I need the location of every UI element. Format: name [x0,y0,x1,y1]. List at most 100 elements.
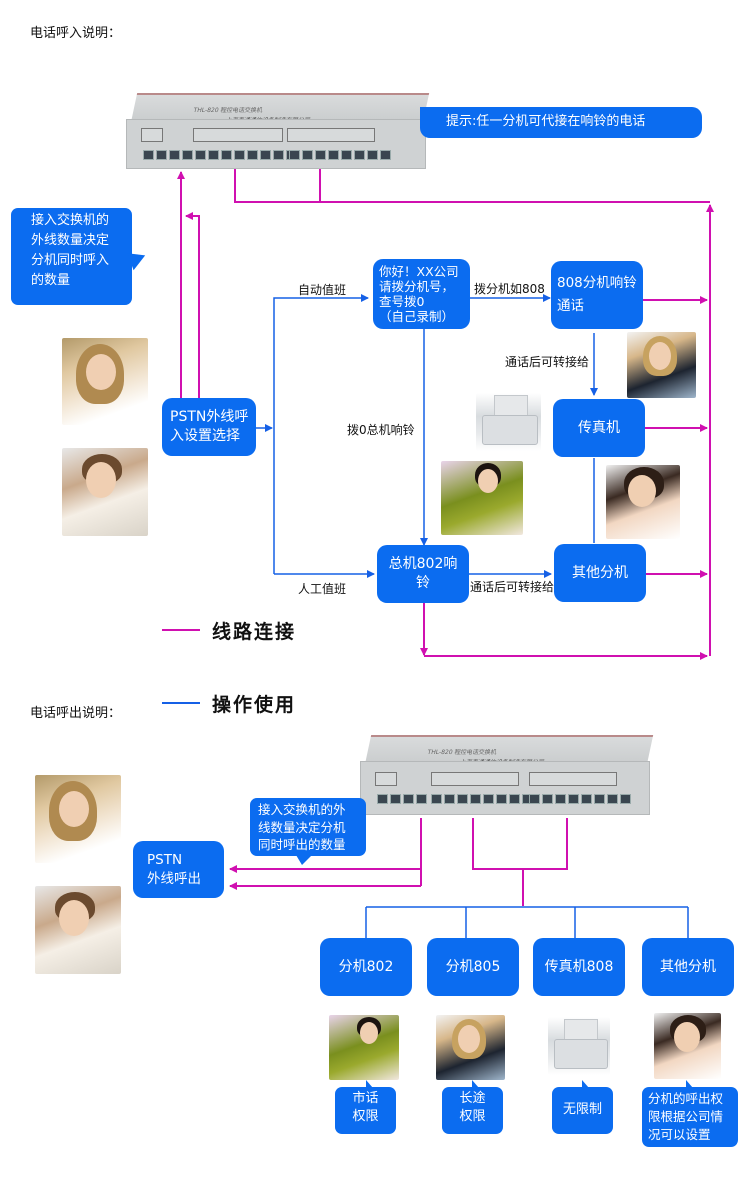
greeting-line: （自己录制） [379,309,455,324]
bubble-tail [582,1080,589,1088]
transfer-label-1: 通话后可转接给 [505,355,590,369]
pbx-ext-ports-2 [529,794,631,804]
pbx-model-text: THL-820 程控电话交换机 [192,107,264,114]
extension-label: 分机805 [445,958,501,975]
pbx-trunk-ports [143,150,193,160]
fax-box: 传真机 [553,399,645,457]
pstn-box-line: 外线呼出 [147,870,201,887]
permission-line: 权限 [459,1108,486,1124]
extension-label: 其他分机 [660,958,716,975]
caller-man-photo-2 [35,886,121,974]
extension-805-photo [436,1015,505,1080]
permission-line: 权限 [352,1108,379,1124]
other-extension-photo [654,1013,721,1079]
dial0-label: 拨0总机响铃 [347,423,415,437]
pbx-label-slot-1 [193,128,283,142]
pbx-label-slot-2 [287,128,375,142]
pbx-device-top: THL-820 程控电话交换机 上海泰通通信设备制造有限公司 [126,93,430,169]
line-connection-paths [177,168,714,660]
caller-woman-photo-2 [35,775,121,863]
note-line: 接入交换机的外 [258,802,346,817]
bubble-tail [686,1080,693,1088]
fax-machine-photo [476,393,541,451]
pbx-label-slot-1 [431,772,519,786]
note-line: 接入交换机的 [31,213,110,228]
pstn-box-line: PSTN外线呼 [170,409,249,426]
pbx-front-panel [126,119,426,169]
other-extensions-box: 其他分机 [642,938,734,996]
pstn-trunk-line-2 [185,212,200,398]
auto-attendant-label: 自动值班 [298,283,347,297]
permission-line: 限根据公司情 [648,1109,724,1125]
greeting-line: 你好！XX公司 [379,264,459,279]
pbx-power-slot [375,772,397,786]
pbx-front-panel [360,761,650,815]
outgoing-section-title: 电话呼出说明： [30,706,122,721]
pbx-bus-line [234,168,710,203]
note-line: 分机同时呼入 [31,253,110,269]
caller-man-photo [62,448,148,536]
permission-line: 况可以设置 [648,1127,711,1143]
office-woman-photo [627,332,696,398]
note-line: 线数量决定分机 [258,819,346,835]
pbx-label-slot-2 [529,772,617,786]
pbx-device-bottom: THL-820 程控电话交换机 上海泰通通信设备制造有限公司 [360,735,654,815]
other-extension-box: 其他分机 [554,544,646,602]
other-extension-label: 其他分机 [572,564,628,581]
fax-box-label: 传真机 [578,419,620,436]
greeting-line: 查号拨0 [379,294,425,309]
tip-text: 提示:任一分机可代接在响铃的电话 [446,114,646,129]
legend-blue-line [162,702,200,704]
operator-woman-photo [441,461,523,535]
dial-extension-label: 拨分机如808 [474,282,545,296]
pbx-ext-ports-1 [431,794,533,804]
extension-label: 传真机808 [544,958,614,975]
operation-flow-paths [256,294,598,578]
bubble-tail [366,1080,373,1088]
note-line: 同时呼出的数量 [258,837,346,852]
greeting-line: 请拨分机号， [379,279,455,294]
manual-attendant-label: 人工值班 [298,582,347,596]
outgoing-branch-paths [365,906,689,940]
permission-line: 市话 [352,1091,379,1106]
permission-line: 分机的呼出权 [648,1091,724,1106]
legend-line-connection: 线路连接 [212,621,297,643]
pbx-trunk-ports [377,794,427,804]
operator-box: 总机802响铃 [377,545,469,603]
permission-bubble-fax: 无限制 [552,1087,613,1134]
greeting-box: 你好！XX公司 请拨分机号， 查号拨0 （自己录制） [373,259,470,329]
caller-woman-photo [62,338,148,425]
operator-box-label: 总机802响铃 [388,556,458,591]
permission-line: 无限制 [562,1102,602,1118]
fax-808-box: 传真机808 [533,938,625,996]
pbx-model-text: THL-820 程控电话交换机 [426,749,498,756]
transfer-label-2: 通话后可转接给 [470,580,555,594]
ext808-line: 通话 [557,298,584,314]
permission-line: 长途 [459,1091,486,1106]
legend-operation-use: 操作使用 [212,694,297,716]
outgoing-line-paths [229,818,568,906]
note-line: 外线数量决定 [31,233,110,249]
permission-bubble-802: 市话 权限 [335,1087,396,1134]
legend-magenta-line [162,629,200,631]
brunette-woman-photo [606,465,680,539]
bubble-tail [472,1080,479,1088]
pstn-outgoing-box: PSTN 外线呼出 [133,841,224,898]
pbx-ext-ports-2 [289,150,391,160]
ext808-box: 808分机响铃 通话 [551,261,643,329]
pstn-box-line: PSTN [147,852,183,869]
note-line: 的数量 [31,273,71,289]
pstn-incoming-box: PSTN外线呼 入设置选择 [162,398,256,456]
extension-805-box: 分机805 [427,938,519,996]
outgoing-trunk-note-bubble: 接入交换机的外 线数量决定分机 同时呼出的数量 [250,798,366,856]
fax-808-photo [548,1017,610,1075]
incoming-section-title: 电话呼入说明： [30,26,122,41]
ext808-line: 808分机响铃 [557,275,637,292]
tip-bubble: 提示:任一分机可代接在响铃的电话 [420,107,702,138]
permission-bubble-805: 长途 权限 [442,1087,503,1134]
extension-label: 分机802 [338,958,394,975]
pstn-box-line: 入设置选择 [170,428,240,444]
incoming-trunk-note-bubble: 接入交换机的 外线数量决定 分机同时呼入 的数量 [11,208,132,305]
bubble-tail [296,855,312,865]
